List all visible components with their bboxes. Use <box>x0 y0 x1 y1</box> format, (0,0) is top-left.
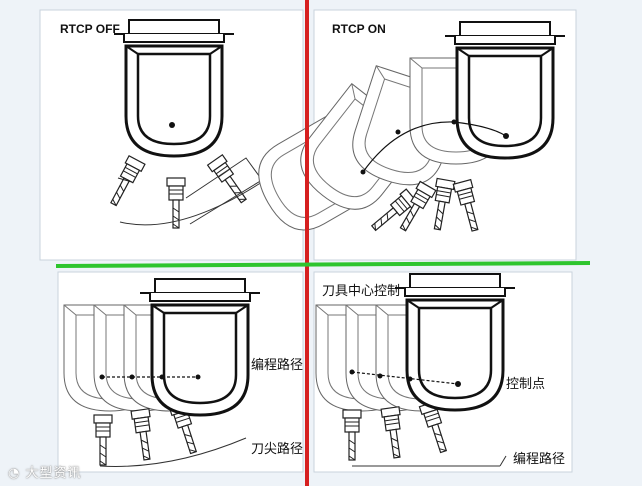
horizontal-divider <box>55 261 591 268</box>
tool-tip-path-illustration <box>63 277 262 467</box>
rtcp-off-title: RTCP OFF <box>60 22 120 36</box>
programmed-path-label: 编程路径 <box>251 358 304 373</box>
programmed-path-label-right: 编程路径 <box>513 452 566 467</box>
rtcp-on-title: RTCP ON <box>332 22 386 36</box>
tcp-control-label: 刀具中心控制 <box>322 284 401 299</box>
watermark: ◔ 大型资讯 <box>8 462 82 481</box>
tool-tip-path-label: 刀尖路径 <box>251 442 304 457</box>
control-point-label: 控制点 <box>506 377 546 392</box>
rtcp-off-illustration <box>104 18 263 229</box>
tcp-control-illustration <box>315 272 517 467</box>
weibo-icon: ◔ <box>8 466 21 481</box>
rtcp-on-illustration <box>244 20 567 244</box>
watermark-text: 大型资讯 <box>25 466 82 481</box>
